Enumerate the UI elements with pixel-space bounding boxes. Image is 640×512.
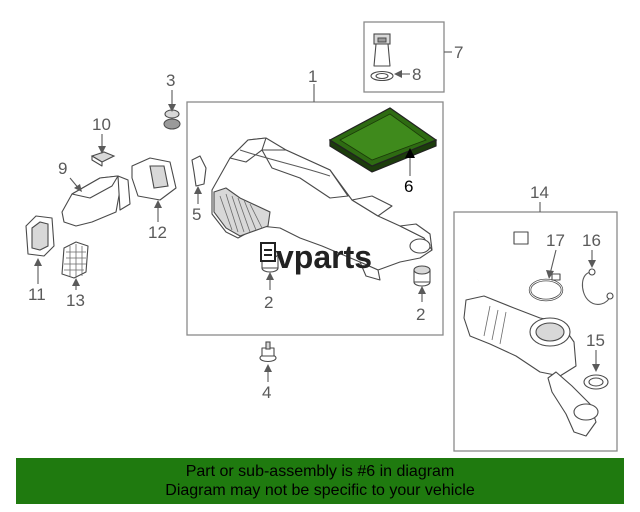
inlet-duct[interactable] <box>61 175 131 227</box>
mounting-bolt[interactable] <box>259 341 277 363</box>
air-filter-element[interactable] <box>328 107 438 173</box>
hose-clamp[interactable] <box>528 273 564 302</box>
callout-3: 3 <box>166 71 175 90</box>
grommet-right[interactable] <box>413 265 431 287</box>
callout-2-right: 2 <box>416 305 425 324</box>
callout-8: 8 <box>412 65 421 84</box>
watermark: vparts <box>260 239 372 275</box>
callout-9: 9 <box>58 159 67 178</box>
seal-block[interactable] <box>90 151 116 167</box>
callout-14: 14 <box>530 183 549 202</box>
callout-1: 1 <box>308 67 317 86</box>
callout-13: 13 <box>66 291 85 310</box>
callout-labels: 1 2 2 3 4 5 6 7 8 9 10 11 12 13 14 15 16… <box>28 43 605 402</box>
resonator[interactable] <box>131 157 177 201</box>
retaining-clip[interactable] <box>191 155 207 187</box>
callout-11: 11 <box>28 285 46 304</box>
air-cleaner-housing[interactable] <box>211 137 433 281</box>
banner-line-2: Diagram may not be specific to your vehi… <box>165 482 475 499</box>
main-assembly-frame <box>186 101 444 336</box>
watermark-text: vparts <box>276 239 372 275</box>
sensor-group-frame <box>363 21 445 93</box>
sensor-o-ring[interactable] <box>370 70 394 82</box>
callout-7: 7 <box>454 43 463 62</box>
intake-hose-assembly[interactable] <box>463 231 599 437</box>
wire-clamp[interactable] <box>581 268 614 305</box>
callout-4: 4 <box>262 383 271 402</box>
callout-10: 10 <box>92 115 111 134</box>
inlet-screen[interactable] <box>61 241 89 279</box>
callout-15: 15 <box>586 331 605 350</box>
mass-air-flow-sensor[interactable] <box>373 33 391 67</box>
info-banner: Part or sub-assembly is #6 in diagram Di… <box>16 458 624 504</box>
banner-line-1: Part or sub-assembly is #6 in diagram <box>185 463 455 480</box>
inlet-end-piece[interactable] <box>25 215 55 257</box>
callout-12: 12 <box>148 223 167 242</box>
housing-ribs <box>219 193 263 233</box>
callout-17: 17 <box>546 231 565 250</box>
callout-6: 6 <box>404 177 413 196</box>
intake-hose-frame <box>453 211 618 452</box>
callout-5: 5 <box>192 205 201 224</box>
leader-lines <box>34 51 600 382</box>
grommet-top[interactable] <box>163 109 181 130</box>
callout-16: 16 <box>582 231 601 250</box>
hose-o-ring[interactable] <box>583 374 609 390</box>
callout-2-left: 2 <box>264 293 273 312</box>
